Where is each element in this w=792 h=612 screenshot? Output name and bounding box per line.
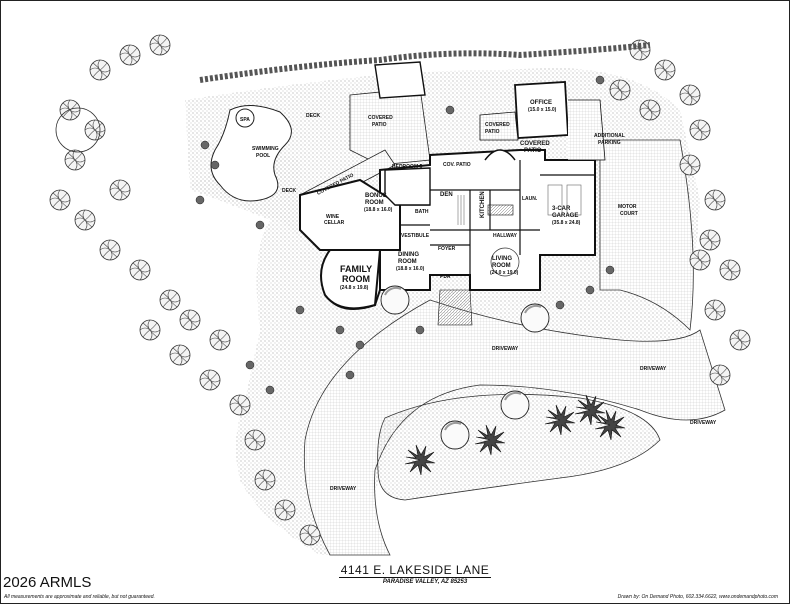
office	[479, 81, 606, 161]
label-motor-2: COURT	[620, 211, 638, 217]
label-dining-1: DINING	[398, 252, 419, 258]
pool-area	[210, 105, 292, 202]
copyright-watermark: 2026 ARMLS	[3, 574, 92, 591]
label-garage-2: GARAGE	[552, 213, 578, 219]
label-living-1: LIVING	[492, 256, 512, 262]
label-garage-dim: (35.8 x 24.8)	[552, 220, 581, 226]
label-family-dim: (24.8 x 19.8)	[340, 285, 369, 291]
covered-patio-top	[349, 87, 431, 166]
label-driveway-center: DRIVEWAY	[492, 346, 519, 352]
label-covered-top-1: COVERED	[368, 115, 393, 121]
label-covered-right-1: COVERED	[520, 141, 550, 147]
address-title: 4141 E. LAKESIDE LANE	[335, 563, 495, 578]
label-family-2: ROOM	[342, 274, 370, 284]
label-family-1: FAMILY	[340, 264, 372, 274]
label-powder: PDR	[440, 274, 451, 280]
label-covered-top-2: PATIO	[372, 122, 387, 128]
label-motor-1: MOTOR	[618, 204, 637, 210]
label-wine-1: WINE	[326, 214, 340, 220]
label-covered-right-2: PATIO	[524, 148, 542, 154]
address-text: 4141 E. LAKESIDE LANE	[338, 563, 492, 578]
label-bonus-2: ROOM	[365, 200, 384, 206]
city-subtitle: PARADISE VALLEY, AZ 85253	[382, 579, 468, 585]
label-bedroom5: BEDROOM 5	[392, 164, 423, 170]
room-labels: SPA SWIMMING POOL DECK DECK COVERED PATI…	[240, 100, 717, 492]
disclaimer: All measurements are approximate and rel…	[4, 594, 155, 600]
label-driveway-right: DRIVEWAY	[640, 366, 667, 372]
label-deck-bottom: DECK	[282, 188, 297, 194]
label-pool: POOL	[256, 153, 270, 159]
label-add-parking-2: PARKING	[598, 140, 621, 146]
label-bonus-dim: (18.8 x 16.0)	[364, 207, 393, 213]
wash	[199, 42, 651, 83]
label-office-dim: (15.0 x 15.0)	[528, 107, 557, 113]
label-dining-dim: (18.8 x 16.0)	[396, 266, 425, 272]
label-dining-2: ROOM	[398, 259, 417, 265]
bedroom-5	[384, 167, 431, 206]
label-add-parking-1: ADDITIONAL	[594, 133, 625, 139]
label-bonus-1: BONUS	[365, 193, 387, 199]
label-foyer: FOYER	[438, 246, 456, 252]
label-office: OFFICE	[530, 100, 552, 106]
label-swimming: SWIMMING	[252, 146, 279, 152]
label-vestibule: VESTIBULE	[401, 233, 430, 239]
label-driveway-far-right: DRIVEWAY	[690, 420, 717, 426]
label-deck-top: DECK	[306, 113, 321, 119]
label-den: DEN	[440, 192, 453, 198]
label-living-2: ROOM	[492, 263, 511, 269]
label-laundry: LAUN.	[522, 196, 538, 202]
label-living-dim: (24.0 x 19.0)	[490, 270, 519, 276]
label-bath: BATH	[415, 209, 429, 215]
label-covered-small-2: PATIO	[485, 129, 500, 135]
label-kitchen: KITCHEN	[480, 191, 486, 218]
label-cov-patio: COV. PATIO	[443, 162, 471, 168]
label-covered-small-1: COVERED	[485, 122, 510, 128]
credit: Drawn by: On Demand Photo, 602.334.6622,…	[617, 594, 778, 600]
label-wine-2: CELLAR	[324, 220, 345, 226]
label-hallway: HALLWAY	[493, 233, 518, 239]
label-driveway-left: DRIVEWAY	[330, 486, 357, 492]
driveway	[303, 139, 726, 556]
casita	[374, 61, 426, 99]
label-garage-1: 3-CAR	[552, 206, 571, 212]
house	[299, 149, 596, 326]
large-tree-canopy	[55, 107, 101, 153]
label-spa: SPA	[240, 117, 250, 123]
